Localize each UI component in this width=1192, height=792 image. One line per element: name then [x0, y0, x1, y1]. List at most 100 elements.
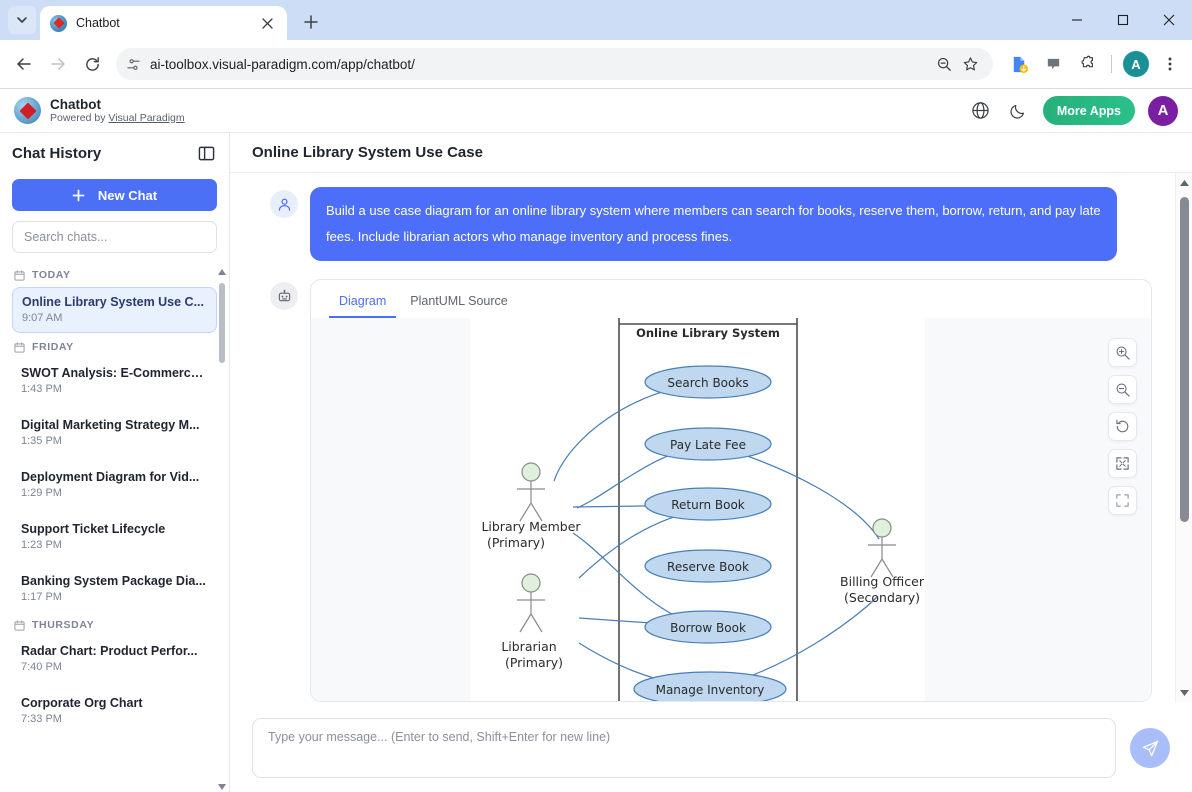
visual-paradigm-link[interactable]: Visual Paradigm	[108, 111, 185, 124]
svg-text:Manage Inventory: Manage Inventory	[656, 683, 765, 697]
zoom-out-page-icon[interactable]	[936, 56, 952, 72]
sidebar-toggle-icon[interactable]	[195, 142, 217, 164]
user-avatar-icon	[270, 190, 298, 218]
chat-item-time: 1:35 PM	[21, 435, 62, 447]
message-composer: Type your message... (Enter to send, Shi…	[230, 702, 1192, 792]
url-text: ai-toolbox.visual-paradigm.com/app/chatb…	[150, 56, 415, 72]
chat-history-item[interactable]: Radar Chart: Product Perfor... 7:40 PM	[12, 637, 217, 681]
send-button[interactable]	[1130, 728, 1170, 768]
fullscreen-icon[interactable]	[1108, 486, 1137, 515]
tab-diagram[interactable]: Diagram	[329, 286, 397, 318]
conversation-scroll-thumb[interactable]	[1180, 197, 1189, 522]
forward-icon[interactable]	[42, 48, 74, 80]
chat-history-item[interactable]: Online Library System Use C... 9:07 AM	[12, 287, 217, 333]
user-message-row: Build a use case diagram for an online l…	[270, 187, 1152, 261]
svg-text:Pay Late Fee: Pay Late Fee	[670, 438, 746, 452]
user-avatar[interactable]: A	[1148, 95, 1178, 126]
pin-comment-icon[interactable]	[1039, 50, 1067, 78]
svg-text:(Primary): (Primary)	[487, 535, 545, 550]
tab-strip: Chatbot	[0, 0, 1192, 40]
calendar-icon	[14, 619, 25, 631]
maximize-icon[interactable]	[1100, 0, 1146, 40]
moon-icon[interactable]	[1006, 99, 1030, 123]
zoom-in-icon[interactable]	[1108, 338, 1137, 367]
chat-item-title: Digital Marketing Strategy M...	[21, 418, 200, 432]
bookmark-star-icon[interactable]	[962, 56, 979, 73]
chat-group-header: TODAY	[14, 269, 217, 281]
chat-group-header: THURSDAY	[14, 619, 217, 631]
chat-history-item[interactable]: Banking System Package Dia... 1:17 PM	[12, 567, 217, 611]
search-chats-input[interactable]	[12, 221, 217, 253]
message-input[interactable]: Type your message... (Enter to send, Shi…	[252, 718, 1116, 778]
chat-history-item[interactable]: Corporate Org Chart 7:33 PM	[12, 689, 217, 733]
chat-group-label: THURSDAY	[32, 619, 95, 631]
svg-text:Librarian: Librarian	[501, 639, 556, 654]
address-bar[interactable]: ai-toolbox.visual-paradigm.com/app/chatb…	[116, 48, 993, 80]
chat-history-item[interactable]: Digital Marketing Strategy M... 1:35 PM	[12, 411, 217, 455]
conversation-scrollbar[interactable]	[1175, 173, 1192, 702]
reset-rotate-icon[interactable]	[1108, 412, 1137, 441]
sidebar-scrollbar[interactable]	[217, 265, 227, 792]
zoom-out-icon[interactable]	[1108, 375, 1137, 404]
chat-history-item[interactable]: Deployment Diagram for Vid... 1:29 PM	[12, 463, 217, 507]
user-message-bubble: Build a use case diagram for an online l…	[310, 187, 1117, 261]
conversation-area: Build a use case diagram for an online l…	[230, 173, 1192, 702]
chat-history-list[interactable]: TODAY Online Library System Use C... 9:0…	[0, 265, 229, 792]
chat-item-title: Banking System Package Dia...	[21, 574, 206, 588]
browser-tab[interactable]: Chatbot	[40, 6, 287, 40]
save-document-icon[interactable]	[1005, 50, 1033, 78]
diagram-card: Diagram PlantUML Source	[310, 279, 1152, 702]
new-chat-button[interactable]: New Chat	[12, 179, 217, 211]
new-chat-label: New Chat	[97, 187, 158, 203]
fit-screen-icon[interactable]	[1108, 449, 1137, 478]
diagram-zoom-tools	[1108, 338, 1137, 515]
close-window-icon[interactable]	[1146, 0, 1192, 40]
site-settings-icon[interactable]	[126, 57, 141, 72]
toolbar-divider	[1111, 55, 1112, 73]
extensions-puzzle-icon[interactable]	[1073, 50, 1101, 78]
scroll-up-arrow-icon[interactable]	[217, 267, 227, 277]
calendar-icon	[14, 341, 25, 353]
use-case-pay-late-fee	[644, 427, 772, 461]
minimize-icon[interactable]	[1054, 0, 1100, 40]
chat-group-label: TODAY	[32, 269, 71, 281]
chat-item-title: Radar Chart: Product Perfor...	[21, 644, 198, 658]
sidebar-scroll-thumb[interactable]	[219, 283, 225, 363]
chat-item-time: 9:07 AM	[22, 312, 63, 324]
new-tab-button[interactable]	[297, 8, 325, 36]
tab-plantuml-source[interactable]: PlantUML Source	[410, 294, 508, 308]
brand: Chatbot Powered by Visual Paradigm	[14, 97, 185, 125]
svg-text:(Primary): (Primary)	[505, 655, 563, 670]
svg-text:Billing Officer: Billing Officer	[840, 574, 925, 589]
actor-billing-officer: Billing Officer (Secondary)	[840, 518, 925, 605]
svg-text:Borrow Book: Borrow Book	[670, 621, 746, 635]
chat-group-label: FRIDAY	[32, 341, 74, 353]
browser-menu-icon[interactable]	[1156, 50, 1184, 78]
chat-item-time: 7:40 PM	[21, 661, 62, 673]
tab-search-button[interactable]	[8, 6, 36, 34]
actor-library-member: Library Member (Primary)	[481, 462, 581, 550]
robot-icon	[270, 282, 298, 310]
use-case-reserve-book	[644, 549, 772, 583]
scroll-down-arrow-icon[interactable]	[1179, 687, 1190, 698]
page-title: Online Library System Use Case	[230, 133, 1192, 173]
close-icon[interactable]	[257, 13, 277, 33]
globe-icon[interactable]	[969, 99, 993, 123]
chat-item-title: SWOT Analysis: E-Commerce...	[21, 366, 208, 380]
scroll-down-arrow-icon[interactable]	[217, 782, 227, 792]
chat-history-item[interactable]: Support Ticket Lifecycle 1:23 PM	[12, 515, 217, 559]
scroll-up-arrow-icon[interactable]	[1179, 177, 1190, 188]
chat-item-title: Support Ticket Lifecycle	[21, 522, 166, 536]
use-case-manage-inventory	[633, 671, 787, 701]
chat-item-time: 7:33 PM	[21, 713, 62, 725]
reload-icon[interactable]	[76, 48, 108, 80]
tab-title: Chatbot	[76, 16, 120, 30]
svg-text:Library Member: Library Member	[481, 519, 581, 534]
more-apps-button[interactable]: More Apps	[1042, 96, 1135, 125]
browser-profile-avatar[interactable]: A	[1122, 50, 1150, 78]
diagram-canvas[interactable]: Online Library System	[311, 318, 1151, 701]
back-icon[interactable]	[8, 48, 40, 80]
chat-history-item[interactable]: SWOT Analysis: E-Commerce... 1:43 PM	[12, 359, 217, 403]
sidebar-title: Chat History	[12, 144, 102, 162]
